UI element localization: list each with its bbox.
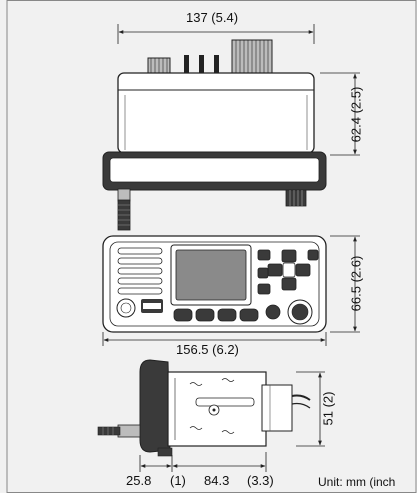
top-volume-knob — [285, 189, 307, 207]
top-antenna-3 — [214, 55, 219, 75]
side-bracket — [261, 384, 293, 432]
label-side-depth-b-in: (3.3) — [247, 473, 274, 488]
dim-top-width — [117, 24, 315, 44]
label-front-height: 66.5 (2.6) — [348, 255, 364, 312]
front-speaker-grille — [117, 247, 163, 295]
label-side-height: 51 (2) — [320, 391, 336, 426]
label-top-width: 137 (5.4) — [186, 10, 239, 25]
dim-top-height — [320, 72, 360, 156]
front-left-knob — [116, 298, 136, 318]
front-distress-button — [265, 304, 281, 320]
side-cable — [97, 426, 121, 436]
dim-side-height — [296, 371, 325, 447]
label-side-depth-b: 84.3 — [204, 473, 230, 488]
front-dpad — [257, 249, 319, 295]
top-body — [117, 72, 315, 154]
top-antenna-1 — [184, 55, 189, 75]
side-bezel — [139, 359, 171, 453]
label-top-height: 62.4 (2.5) — [348, 86, 364, 143]
top-antenna-2 — [199, 55, 204, 75]
front-display — [175, 249, 247, 301]
top-view — [102, 39, 327, 231]
side-view — [97, 359, 311, 457]
label-side-depth-a: 25.8 — [126, 473, 152, 488]
unit-label: Unit: mm (inch — [318, 475, 396, 489]
label-front-width: 156.5 (6.2) — [176, 342, 239, 357]
dim-side-depth — [139, 452, 267, 472]
front-soft-keys — [173, 308, 259, 322]
front-view — [102, 235, 327, 333]
label-side-depth-a-in: (1) — [170, 473, 186, 488]
dim-front-width — [102, 332, 327, 346]
dim-front-height — [330, 235, 360, 333]
